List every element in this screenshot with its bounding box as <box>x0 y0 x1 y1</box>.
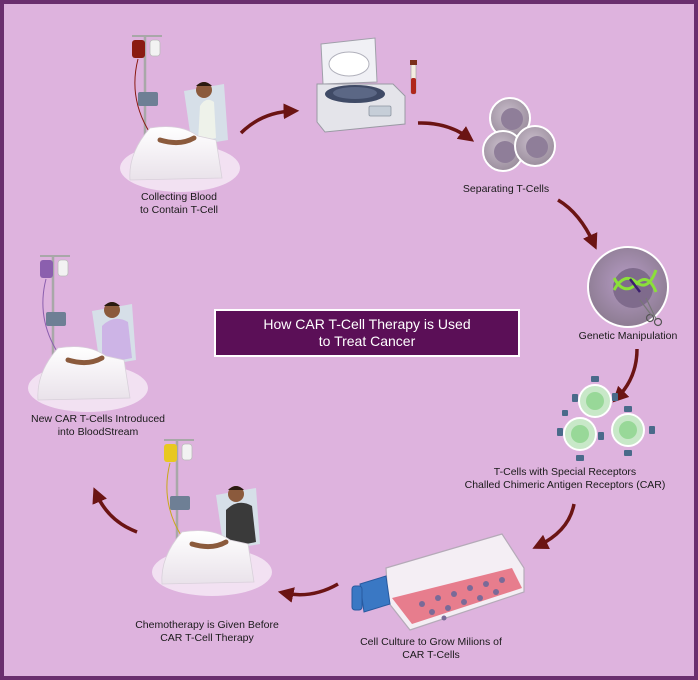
centrifuge-icon <box>316 37 417 133</box>
dna-editing-icon <box>587 246 669 328</box>
arrow-receptors-to-culture <box>532 503 576 549</box>
t-cells-icon <box>482 97 556 172</box>
title-box: How CAR T-Cell Therapy is Used to Treat … <box>214 309 520 357</box>
arrow-chemo-to-introduce <box>92 487 138 534</box>
arrow-collect-to-centrifuge <box>239 103 300 135</box>
arrow-genetic-to-receptors <box>612 348 639 403</box>
title-line-1: How CAR T-Cell Therapy is Used <box>263 316 471 332</box>
arrow-culture-to-chemo <box>277 582 339 603</box>
patient-with-iv-icon <box>152 439 272 596</box>
arrow-centrifuge-to-separate <box>417 121 475 142</box>
step-label-collect: Collecting Blood to Contain T-Cell <box>139 191 219 216</box>
culture-flask-icon <box>351 533 525 631</box>
step-label-chemo: Chemotherapy is Given Before CAR T-Cell … <box>135 619 279 644</box>
flow-arrows <box>92 103 639 603</box>
title-line-2: to Treat Cancer <box>318 333 416 349</box>
step-label-receptors: T-Cells with Special Receptors Challed C… <box>464 466 666 491</box>
step-label-separate: Separating T-Cells <box>462 183 550 195</box>
step-label-genetic: Genetic Manipulation <box>578 330 678 342</box>
step-label-culture: Cell Culture to Grow Milions of CAR T-Ce… <box>360 636 502 661</box>
arrow-separate-to-genetic <box>557 198 598 250</box>
patient-with-iv-icon <box>120 35 240 192</box>
car-t-cells-icon <box>557 376 655 461</box>
patient-with-iv-icon <box>28 255 148 412</box>
step-label-introduce: New CAR T-Cells Introduced into BloodStr… <box>30 413 166 438</box>
